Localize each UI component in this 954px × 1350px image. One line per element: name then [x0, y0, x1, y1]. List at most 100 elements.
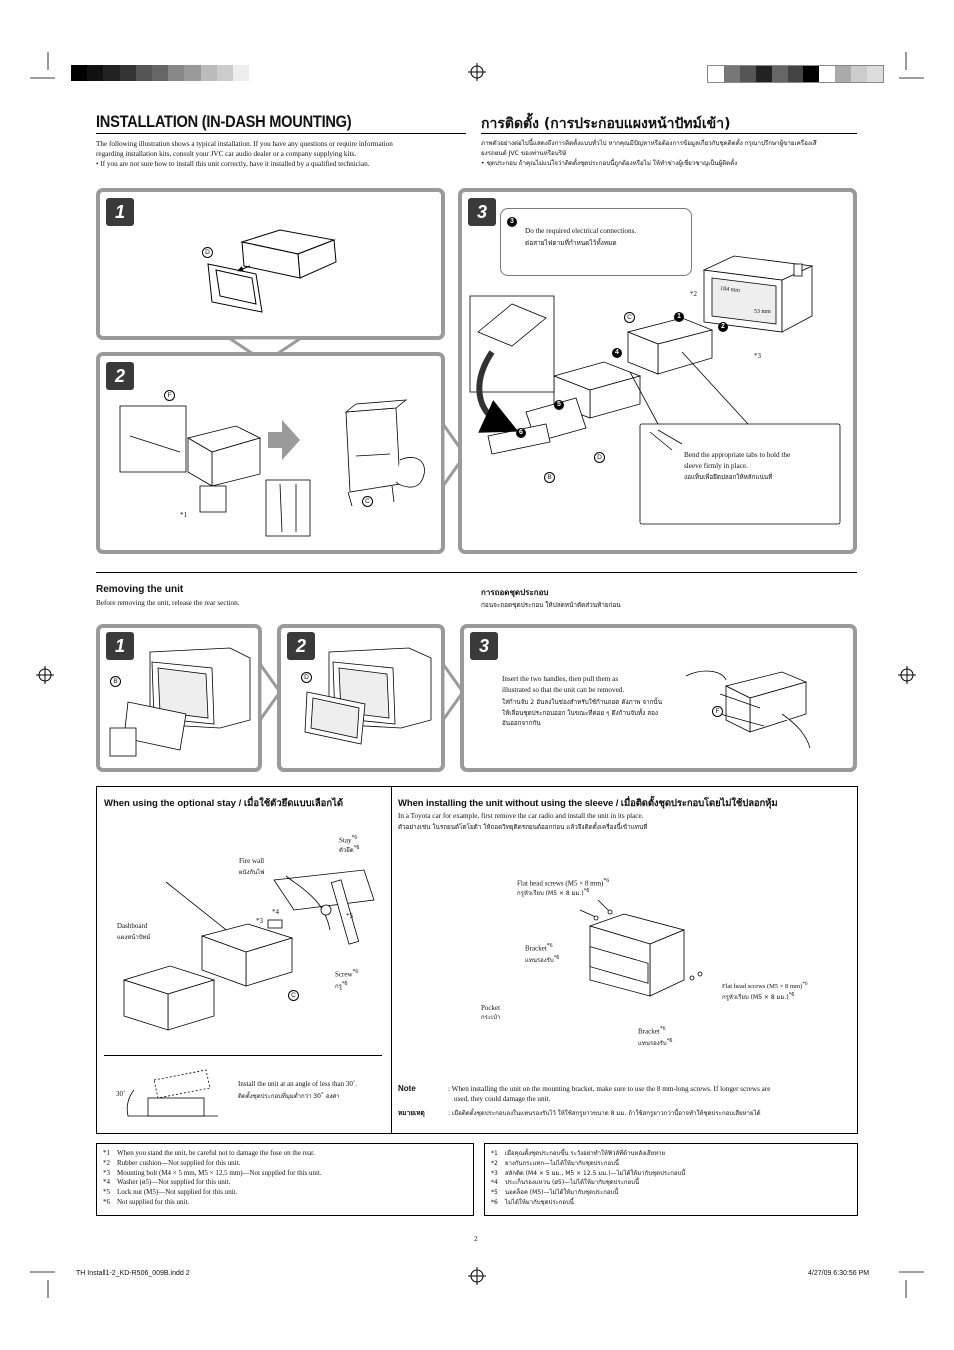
callout-tabs-en-2: sleeve firmly in place.	[684, 462, 748, 470]
bracket-top-en: Bracket*6	[525, 943, 553, 953]
callout-tabs: Bend the appropriate tabs to hold the sl…	[684, 450, 840, 483]
step-number-2: 2	[718, 322, 728, 332]
callout-electrical-en: Do the required electrical connections.	[525, 227, 637, 235]
label-d: D	[202, 247, 213, 258]
stay-asterisk-3: *3	[256, 917, 263, 925]
page-number: 2	[474, 1235, 478, 1243]
color-bar-right	[707, 65, 884, 83]
footnote-mark: *6	[491, 1198, 498, 1206]
step3-callout-electrical: 3 Do the required electrical connections…	[500, 208, 692, 276]
footnote-mark: *5	[491, 1189, 498, 1197]
arrow-right-remove-2-3	[441, 660, 465, 724]
flat-screws-top-th: กรูหัวเรียบ (M5 × 8 มม.)*6	[517, 888, 590, 897]
dashboard-label: Dashboard	[117, 922, 148, 930]
sleeve-body-en: In a Toyota car for example, first remov…	[398, 812, 644, 820]
angle-note-en: Install the unit at an angle of less tha…	[238, 1080, 357, 1088]
step2-panel: 2 F C *1	[96, 352, 445, 554]
removing-sub-th: ก่อนจะถอดชุดประกอบ ให้ปลดหน้าตัดส่วนท้าย…	[481, 601, 621, 609]
step2-badge: 2	[106, 362, 134, 390]
screw-label-th: กรู*6	[335, 981, 348, 990]
bracket-bottom-en: Bracket*6	[638, 1026, 666, 1036]
footnote-text: นอตล็อค (M5)—ไม่ได้ให้มากับชุดประกอบนี้	[505, 1189, 619, 1197]
arrow-down-1-2	[225, 336, 305, 364]
footnote-text: สลักติด (M4 × 5 มม., M5 × 12.5 มม.)—ไม่ไ…	[505, 1169, 686, 1177]
registration-target-top	[468, 63, 486, 81]
stay-label: Stay*6	[339, 835, 358, 845]
footnote-text: Rubber cushion—Not supplied for this uni…	[117, 1158, 241, 1167]
intro-th: ภาพตัวอย่างต่อไปนี้แสดงถึงการติดตั้งแบบท…	[481, 140, 817, 167]
stay-title: When using the optional stay / เมื่อใช้ต…	[104, 798, 344, 809]
flat-screws-top-en: Flat head screws (M5 × 8 mm)*6	[517, 878, 610, 888]
step-number-3: 3	[507, 217, 517, 227]
stay-illustration	[122, 869, 375, 1031]
footnote-mark: *4	[103, 1178, 110, 1187]
title-underline-th	[481, 133, 857, 134]
firewall-label: Fire wall	[239, 857, 265, 865]
sleeve-illustration	[579, 900, 703, 997]
asterisk-3: *3	[754, 352, 761, 360]
callout-tabs-en-1: Bend the appropriate tabs to hold the	[684, 451, 791, 459]
asterisk-2: *2	[690, 290, 697, 298]
footnote-mark: *5	[103, 1188, 110, 1197]
angle-illustration	[126, 1069, 218, 1117]
section-divider	[96, 572, 857, 573]
footnote-item: *3 สลักติด (M4 × 5 มม., M5 × 12.5 มม.)—ไม…	[491, 1169, 857, 1179]
remove-step2-panel: 2 D	[277, 624, 445, 772]
stay-angle-divider	[104, 1055, 382, 1056]
footnote-item: *5 Lock nut (M5)—Not supplied for this un…	[103, 1188, 473, 1198]
note-label-en: Note	[398, 1084, 416, 1093]
label-c: C	[624, 312, 635, 323]
sleeve-title: When installing the unit without using t…	[398, 798, 778, 809]
footnote-mark: *2	[103, 1158, 110, 1167]
footnote-mark: *1	[491, 1150, 498, 1157]
label-d-step3: D	[594, 452, 605, 463]
note-label-th: หมายเหตุ	[398, 1109, 425, 1117]
note-text-en: : When installing the unit on the mounti…	[448, 1085, 771, 1103]
step1-illustration	[207, 229, 337, 313]
step-number-1: 1	[674, 312, 684, 322]
remove-step3-panel: 3 Insert the two handles, then pull them…	[460, 624, 857, 772]
footnote-item: *5 นอตล็อค (M5)—ไม่ได้ให้มากับชุดประกอบนี…	[491, 1188, 857, 1198]
dimension-184mm: 184 mm	[719, 285, 741, 295]
angle-note-th: ติดตั้งชุดประกอบที่มุมต่ำกว่า 30˚ องศา	[238, 1093, 340, 1100]
arrow-right-2-3	[441, 420, 467, 490]
note-text-th: : เมื่อติดตั้งชุดประกอบลงในแทนรองรับไว้ …	[448, 1110, 761, 1117]
footnote-text: Mounting bolt (M4 × 5 mm, M5 × 12.5 mm)—…	[117, 1168, 322, 1177]
step1-badge: 1	[106, 198, 134, 226]
slug-timestamp: 4/27/09 6:30:56 PM	[808, 1270, 870, 1277]
flat-screws-right-en: Flat head screws (M5 × 8 mm)*6	[722, 981, 808, 991]
label-b-remove: B	[110, 676, 121, 687]
footnote-mark: *3	[491, 1169, 498, 1177]
sleeve-body-th: ตัวอย่างเช่น ในรถยนต์โตโยต้า ให้ถอดวิทยุ…	[398, 824, 648, 831]
label-b: B	[544, 472, 555, 483]
footnote-mark: *4	[491, 1179, 498, 1187]
optional-section-divider	[391, 786, 392, 1134]
removing-title-en: Removing the unit	[96, 584, 184, 595]
remove-step2-illustration	[304, 647, 432, 745]
callout-tabs-th: งอแท็บเพื่อยึดปลอกให้หลักแน่นที่	[684, 474, 773, 481]
title-th: การติดตั้ง (การประกอบแผงหน้าปัทม์เข้า)	[481, 116, 731, 132]
remove-step2-badge: 2	[287, 632, 315, 660]
callout-electrical-th: ต่อสายไฟตามที่กำหนดไว้ทั้งหมด	[525, 239, 617, 247]
footnote-text: When you stand the unit, be careful not …	[117, 1149, 315, 1157]
slug-filename: TH Install1-2_KD-R506_009B.indd 2	[76, 1270, 190, 1277]
label-d-remove: D	[301, 672, 312, 683]
footnote-text: Lock nut (M5)—Not supplied for this unit…	[117, 1188, 238, 1197]
remove-step3-text: Insert the two handles, then pull them a…	[502, 675, 663, 727]
footnote-mark: *6	[103, 1197, 110, 1206]
removing-sub-en: Before removing the unit, release the re…	[96, 599, 240, 607]
label-c-stay: C	[288, 990, 299, 1001]
step1-panel: 1 D	[96, 188, 445, 340]
remove-step1-panel: 1 B	[96, 624, 262, 772]
dimension-53mm: 53 mm	[754, 309, 771, 315]
